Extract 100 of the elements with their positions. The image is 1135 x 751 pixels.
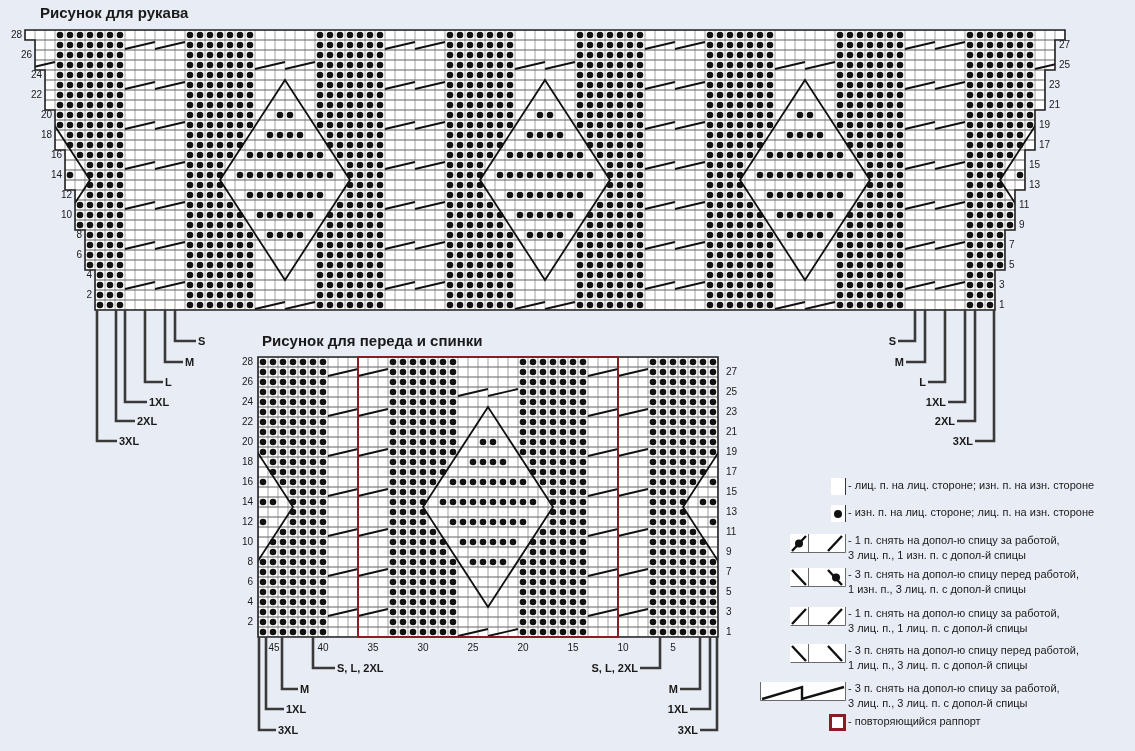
leader-line <box>957 310 977 423</box>
legend-text: - изн. п. на лиц. стороне; лиц. п. на изн. стороне <box>848 505 1096 520</box>
row-number: 5 <box>726 587 732 597</box>
leader-line <box>173 310 196 343</box>
legend-text: - лиц. п. на лиц. стороне; изн. п. на изн. стороне <box>848 478 1096 493</box>
row-number: 4 <box>247 597 253 607</box>
row-number: 14 <box>241 497 253 507</box>
row-number: 26 <box>241 377 253 387</box>
leader-line <box>114 310 135 423</box>
row-number: 12 <box>241 517 253 527</box>
row-number: 10 <box>60 210 72 220</box>
row-number: 6 <box>247 577 253 587</box>
size-label: S <box>888 335 896 347</box>
column-number: 40 <box>317 643 329 653</box>
size-label: 1XL <box>286 703 307 715</box>
row-number: 4 <box>86 270 92 280</box>
leader-line <box>640 637 662 670</box>
legend-text: - 1 п. снять на допол-ю спицу за работой, 3 лиц. п., 1 изн. п. с допол-й спицы <box>848 533 1061 563</box>
row-number: 24 <box>30 70 42 80</box>
row-number: 11 <box>726 527 737 537</box>
leader-line <box>700 637 719 732</box>
leader-line <box>123 310 147 404</box>
row-number: 1 <box>726 627 732 637</box>
chart-title: Рисунок для рукава <box>40 5 189 20</box>
row-number: 27 <box>726 367 738 377</box>
row-number: 28 <box>241 357 253 367</box>
size-label: 3XL <box>278 724 299 736</box>
column-number: 45 <box>268 643 280 653</box>
row-number: 8 <box>247 557 253 567</box>
row-number: 24 <box>241 397 253 407</box>
knitting-chart-drawing <box>257 356 719 638</box>
leader-line <box>928 310 947 384</box>
row-number: 18 <box>40 130 52 140</box>
row-number: 19 <box>1039 120 1051 130</box>
row-number: 2 <box>247 617 253 627</box>
row-number: 3 <box>999 280 1005 290</box>
leader-line <box>906 310 927 364</box>
row-number: 9 <box>1019 220 1025 230</box>
column-number: 5 <box>670 643 676 653</box>
leader-line <box>95 310 117 443</box>
legend-text: - 3 п. снять на допол-ю спицу перед работой, 1 лиц. п., 3 лиц. п. с допол-й спицы <box>848 643 1080 673</box>
row-number: 20 <box>40 110 52 120</box>
size-label: 1XL <box>667 703 688 715</box>
leader-line <box>690 637 712 711</box>
size-label: S, L, 2XL <box>591 662 638 674</box>
row-number: 9 <box>726 547 732 557</box>
row-number: 12 <box>60 190 72 200</box>
row-number: 15 <box>726 487 738 497</box>
size-label: S <box>198 335 206 347</box>
row-number: 5 <box>1009 260 1015 270</box>
leader-line <box>163 310 183 364</box>
row-number: 27 <box>1059 40 1071 50</box>
row-number: 13 <box>726 507 738 517</box>
row-number: 7 <box>726 567 732 577</box>
row-number: 17 <box>1039 140 1051 150</box>
row-number: 25 <box>726 387 738 397</box>
size-label: 3XL <box>677 724 698 736</box>
row-number: 17 <box>726 467 738 477</box>
leader-line <box>280 637 298 691</box>
row-number: 22 <box>30 90 42 100</box>
row-number: 16 <box>241 477 253 487</box>
size-label: S, L, 2XL <box>337 662 384 674</box>
leader-line <box>680 637 702 691</box>
leader-line <box>257 637 276 732</box>
row-number: 14 <box>50 170 62 180</box>
row-number: 8 <box>76 230 82 240</box>
leader-line <box>264 637 284 711</box>
row-number: 23 <box>726 407 738 417</box>
row-number: 21 <box>726 427 738 437</box>
row-number: 20 <box>241 437 253 447</box>
row-number: 7 <box>1009 240 1015 250</box>
size-label: M <box>300 683 310 695</box>
size-label: M <box>668 683 678 695</box>
row-number: 1 <box>999 300 1005 310</box>
legend-text: - повторяющийся раппорт <box>848 714 982 729</box>
row-number: 21 <box>1049 100 1061 110</box>
legend-text: - 3 п. снять на допол-ю спицу за работой, 3 лиц. п., 3 лиц. п. с допол-й спицы <box>848 681 1061 711</box>
leader-line <box>948 310 967 404</box>
leader-line <box>143 310 163 384</box>
row-number: 11 <box>1019 200 1030 210</box>
leader-line <box>975 310 996 443</box>
row-number: 16 <box>50 150 62 160</box>
row-number: 26 <box>20 50 32 60</box>
row-number: 6 <box>76 250 82 260</box>
chart-title: Рисунок для переда и спинки <box>262 333 483 348</box>
row-number: 2 <box>86 290 92 300</box>
row-number: 28 <box>10 30 22 40</box>
row-number: 3 <box>726 607 732 617</box>
row-number: 19 <box>726 447 738 457</box>
row-number: 10 <box>241 537 253 547</box>
leader-line <box>311 637 335 670</box>
row-number: 13 <box>1029 180 1041 190</box>
row-number: 23 <box>1049 80 1061 90</box>
row-number: 25 <box>1059 60 1071 70</box>
leader-line <box>898 310 917 343</box>
legend-text: - 3 п. снять на допол-ю спицу перед работой, 1 изн. п., 3 лиц. п. с допол-й спицы <box>848 567 1080 597</box>
legend-text: - 1 п. снять на допол-ю спицу за работой, 3 лиц. п., 1 лиц. п. с допол-й спицы <box>848 606 1061 636</box>
row-number: 18 <box>241 457 253 467</box>
row-number: 15 <box>1029 160 1041 170</box>
row-number: 22 <box>241 417 253 427</box>
